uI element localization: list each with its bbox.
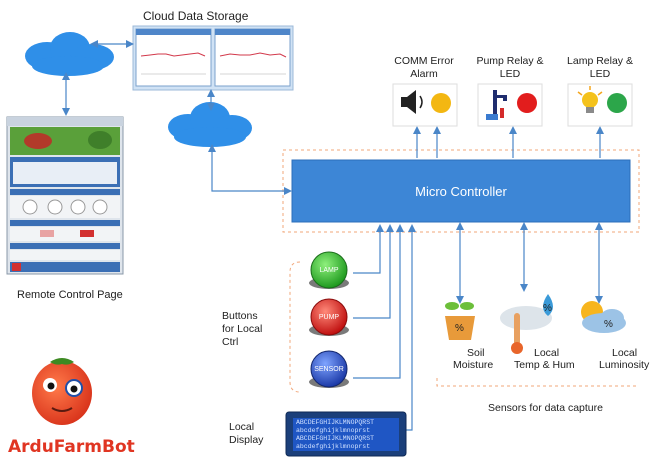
buttons-label-3: Ctrl <box>222 336 239 348</box>
alarm-led-icon <box>431 93 451 113</box>
speaker-icon <box>401 90 423 114</box>
pump-relay-label-2: LED <box>499 68 521 80</box>
comm-error-label-1: COMM Error <box>394 55 454 67</box>
cloud-data-storage-label: Cloud Data Storage <box>143 9 249 23</box>
faucet-icon <box>486 90 507 120</box>
temp-label-2: Temp & Hum <box>514 359 575 371</box>
temp-label-1: Local <box>534 347 560 359</box>
lamp-button-label: LAMP <box>319 267 339 274</box>
lamp-led-icon <box>607 93 627 113</box>
local-display-label-1: Local <box>229 421 255 433</box>
lcd-line-1: ABCDEFGHIJKLMNOPQRST <box>296 419 375 426</box>
lum-label-2: Luminosity <box>599 359 650 371</box>
pump-relay-label-1: Pump Relay & <box>476 55 544 67</box>
lcd-line-4: abcdefghijklmnoprst <box>296 443 371 450</box>
lamp-relay-label-1: Lamp Relay & <box>567 55 633 67</box>
lamp-button[interactable] <box>309 251 349 289</box>
cloud-storage-panel <box>132 25 294 91</box>
sensor-button-label: SENSOR <box>314 366 344 373</box>
soil-percent-symbol: % <box>455 323 464 334</box>
lamp-relay-label-2: LED <box>589 68 611 80</box>
humidity-percent-symbol: % <box>543 303 552 314</box>
lamp-relay-device <box>567 83 633 127</box>
tomato-mascot-icon <box>32 358 92 425</box>
buttons-label-1: Buttons <box>222 310 258 322</box>
pump-led-icon <box>517 93 537 113</box>
plant-pot-icon <box>445 302 475 340</box>
cloud-left <box>25 32 114 76</box>
lum-label-1: Local <box>612 347 638 359</box>
cloud-middle <box>168 102 252 147</box>
remote-control-page-label: Remote Control Page <box>17 289 123 301</box>
sensor-button[interactable] <box>309 350 349 388</box>
pump-relay-device <box>477 83 543 127</box>
comm-error-alarm-device <box>392 83 458 127</box>
sensors-caption: Sensors for data capture <box>488 402 603 414</box>
connection-arrows <box>62 40 604 431</box>
thermometer-icon <box>500 294 553 354</box>
local-display-label-2: Display <box>229 434 264 446</box>
micro-controller-label: Micro Controller <box>415 184 507 199</box>
luminosity-percent-symbol: % <box>604 319 613 330</box>
pump-button-label: PUMP <box>318 314 340 321</box>
buttons-label-2: for Local <box>222 323 263 335</box>
lightbulb-icon <box>577 86 603 113</box>
lcd-line-2: abcdefghijklmnoprst <box>296 427 371 434</box>
remote-control-page-screenshot <box>6 116 124 275</box>
lcd-line-3: ABCDEFGHIJKLMNOPQRST <box>296 435 375 442</box>
pump-button[interactable] <box>309 298 349 336</box>
local-lcd-display <box>285 411 407 457</box>
ardufarmbot-logo-text: ArduFarmBot <box>8 437 135 457</box>
sun-cloud-icon <box>581 301 626 333</box>
comm-error-label-2: Alarm <box>410 68 438 80</box>
micro-controller-box <box>291 159 631 223</box>
soil-label-2: Moisture <box>453 359 494 371</box>
soil-label-1: Soil <box>467 347 485 359</box>
